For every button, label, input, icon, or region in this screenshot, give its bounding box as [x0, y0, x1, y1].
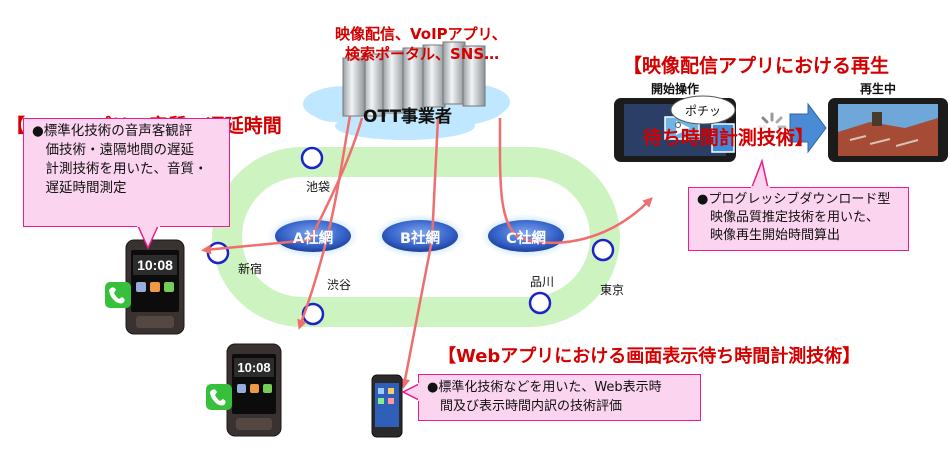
- network-b-node: [382, 220, 458, 252]
- web-note-pointer: [401, 382, 422, 402]
- station-tokyo-marker: [591, 238, 615, 262]
- phone-clock-2: 10:08: [237, 360, 270, 375]
- voip-path-2-arrow: [297, 115, 352, 330]
- ott-provider-label: OTT事業者: [363, 107, 453, 127]
- station-markers: [206, 146, 615, 326]
- services-line-2: 検索ポータル、SNS…: [345, 45, 500, 63]
- video-note: ●プログレッシブダウンロード型 映像品質推定技術を用いた、 映像再生開始時間算出: [688, 187, 909, 251]
- services-line-1: 映像配信、VoIPアプリ、: [335, 25, 507, 43]
- station-shinagawa-label: 品川: [530, 275, 555, 289]
- station-tokyo-label: 東京: [600, 283, 625, 297]
- voip-note-line-3: 計測技術を用いた、音質・: [32, 161, 208, 177]
- video-note-line-2: 映像品質推定技術を用いた、: [697, 210, 880, 225]
- web-heading: 【Webアプリにおける画面表示待ち時間計測技術】: [438, 346, 861, 367]
- web-note-line-2: 間及び表示時間内訳の技術評価: [427, 399, 623, 414]
- voip-note: ●標準化技術の音声客観評 価技術・遠隔地間の遅延 計測技術を用いた、音質・ 遅延…: [23, 118, 230, 227]
- flow-arrows: [201, 115, 653, 389]
- network-a-label: A社網: [292, 231, 334, 247]
- video-path-arrow: [498, 117, 653, 244]
- railway-ring: [212, 147, 620, 327]
- web-note: ●標準化技術などを用いた、Web表示時 間及び表示時間内訳の技術評価: [418, 374, 701, 421]
- station-ikebukuro-marker: [300, 146, 324, 170]
- video-heading: 【映像配信アプリにおける再生 待ち時間計測技術】: [623, 6, 889, 174]
- network-c-label: C社網: [506, 231, 546, 247]
- server-rack-icon: [342, 41, 486, 117]
- web-note-line-1: ●標準化技術などを用いた、Web表示時: [427, 380, 662, 395]
- services-label: 映像配信、VoIPアプリ、 検索ポータル、SNS…: [335, 24, 507, 64]
- station-shinjuku-label: 新宿: [238, 262, 263, 276]
- voip-note-line-1: ●標準化技術の音声客観評: [32, 123, 193, 139]
- video-note-line-3: 映像再生開始時間算出: [697, 228, 841, 243]
- video-start-caption: 開始操作: [651, 82, 700, 96]
- web-path-arrow: [400, 117, 440, 389]
- video-heading-line-1: 【映像配信アプリにおける再生: [623, 55, 890, 77]
- voip-note-pointer: [136, 224, 160, 250]
- station-shinjuku-marker: [206, 241, 230, 265]
- station-shibuya-label: 渋谷: [327, 278, 352, 292]
- voip-note-line-2: 価技術・遠隔地間の遅延: [32, 142, 194, 158]
- loading-spinner-icon: [757, 112, 787, 142]
- station-ikebukuro-label: 池袋: [306, 180, 331, 194]
- network-b-label: B社網: [399, 231, 441, 247]
- phone-clock: 10:08: [137, 257, 173, 273]
- video-playing-caption: 再生中: [860, 82, 897, 96]
- video-heading-line-2: 待ち時間計測技術】: [623, 127, 814, 149]
- smartphone-left-icon: 10:08: [105, 239, 185, 335]
- station-shinagawa-marker: [528, 291, 552, 315]
- smartphone-bottom-icon: 10:08: [206, 343, 282, 437]
- voip-note-line-4: 遅延時間測定: [32, 180, 127, 196]
- voip-path-arrow: [201, 117, 364, 255]
- video-note-pointer: [750, 158, 770, 190]
- click-sound-text: ポチッ: [685, 104, 722, 118]
- tablet-playing-icon: [828, 98, 948, 162]
- network-nodes: [267, 214, 572, 258]
- network-c-node: [488, 220, 564, 252]
- video-note-line-1: ●プログレッシブダウンロード型: [697, 192, 891, 207]
- smartphone-slim-icon: [371, 374, 403, 438]
- click-sound-bubble: [670, 95, 736, 128]
- transition-arrow-icon: [789, 102, 827, 154]
